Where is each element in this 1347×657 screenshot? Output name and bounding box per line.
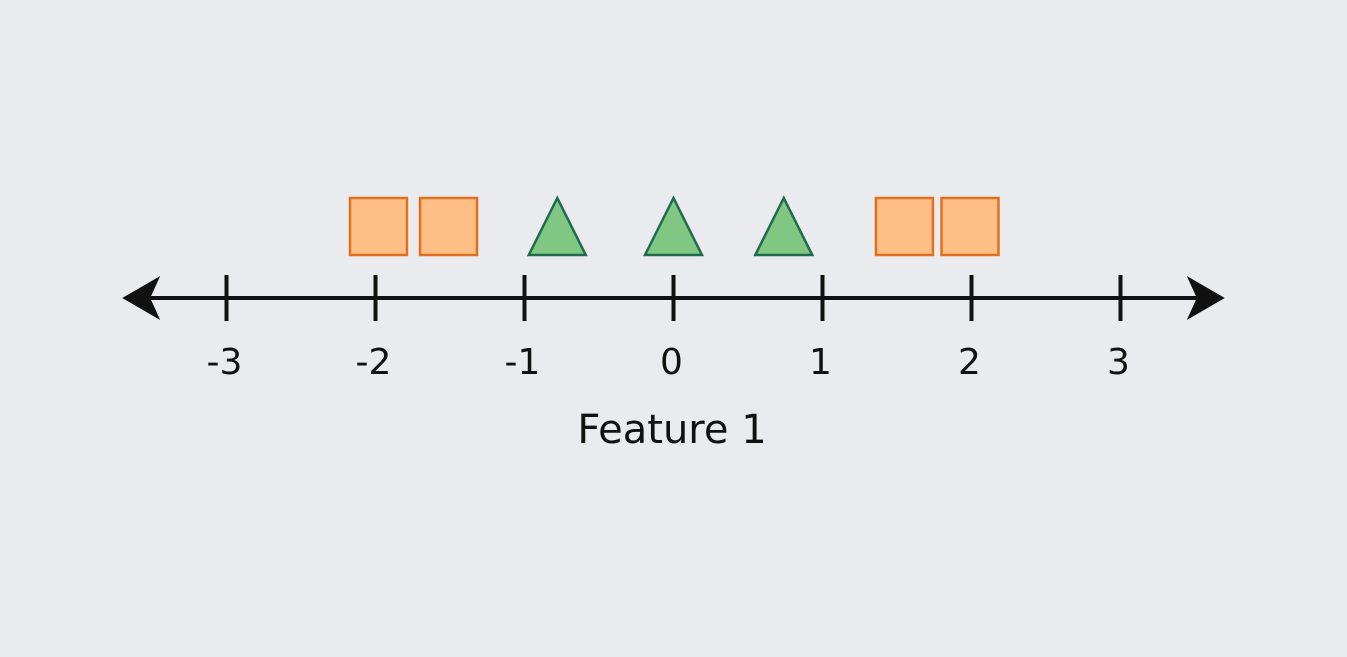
x-tick-label: 3	[1107, 342, 1130, 383]
square-marker	[418, 196, 479, 257]
square-marker	[874, 196, 935, 257]
tick-layer: -3 -2 -1 0 1 2 3	[207, 275, 1130, 383]
x-tick-label: 1	[809, 342, 832, 383]
axis-arrow-right	[1186, 276, 1225, 320]
triangle-marker	[753, 195, 815, 257]
triangle-marker	[526, 195, 588, 257]
x-tick-label: -1	[505, 342, 541, 383]
triangle-marker	[642, 195, 705, 257]
square-marker	[348, 196, 409, 257]
x-tick-label: -2	[356, 342, 392, 383]
square-marker	[940, 196, 1000, 257]
x-tick-label: 0	[660, 342, 683, 383]
x-tick-label: 2	[958, 342, 981, 383]
marker-layer	[348, 195, 1000, 257]
axis-arrow-left	[122, 276, 161, 320]
x-axis-label: Feature 1	[577, 407, 766, 453]
x-tick-label: -3	[207, 342, 243, 383]
